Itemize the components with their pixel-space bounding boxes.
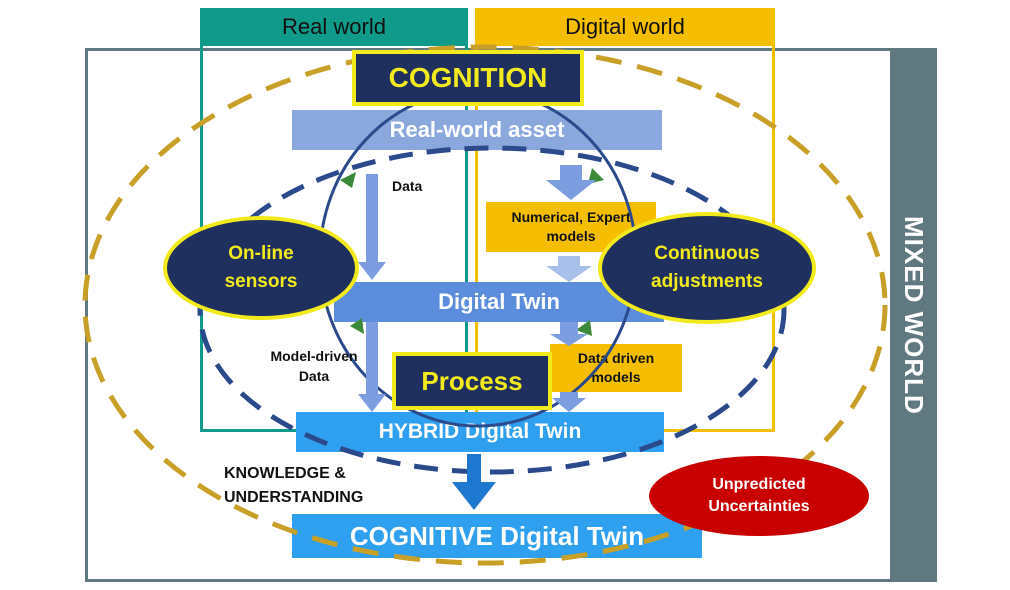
hybrid-digital-twin-bar: HYBRID Digital Twin — [296, 412, 664, 452]
cycle-arrowhead — [340, 172, 356, 188]
hybrid-to-cognitive-arrow — [452, 454, 496, 510]
models-to-twin-arrow — [546, 256, 592, 282]
continuous-adjustments-ellipse: Continuous adjustments — [598, 212, 816, 324]
real-world-header: Real world — [200, 8, 468, 46]
cycle-arrowhead — [350, 318, 364, 334]
mixed-world-band: MIXED WORLD — [890, 48, 937, 582]
digital-world-header: Digital world — [475, 8, 775, 46]
model-driven-data-label: Model-driven Data — [270, 348, 358, 384]
online-sensors-ellipse: On-line sensors — [163, 216, 359, 320]
data-driven-models-box: Data driven models — [550, 344, 682, 392]
process-box: Process — [392, 352, 552, 410]
mixed-world-label: MIXED WORLD — [899, 215, 929, 415]
cognitive-digital-twin-bar: COGNITIVE Digital Twin — [292, 514, 702, 558]
unpredicted-uncertainties-ellipse: Unpredicted Uncertainties — [649, 456, 869, 536]
asset-to-models-arrow — [546, 165, 596, 200]
inner-dashed-ellipse — [197, 145, 787, 475]
data-arrow — [358, 174, 386, 280]
datadriven-to-hybrid-arrow — [552, 392, 586, 412]
twin-to-datadriven-arrow — [550, 322, 588, 346]
model-driven-data-arrow — [358, 322, 386, 412]
digital-twin-bar: Digital Twin — [334, 282, 664, 322]
cognition-box: COGNITION — [352, 50, 584, 106]
cycle-arrowhead — [576, 320, 592, 336]
knowledge-understanding-label: KNOWLEDGE & UNDERSTANDING — [224, 465, 364, 506]
real-world-asset-bar: Real-world asset — [292, 110, 662, 150]
data-label: Data — [392, 178, 423, 194]
outer-dashed-ellipse — [82, 44, 888, 566]
